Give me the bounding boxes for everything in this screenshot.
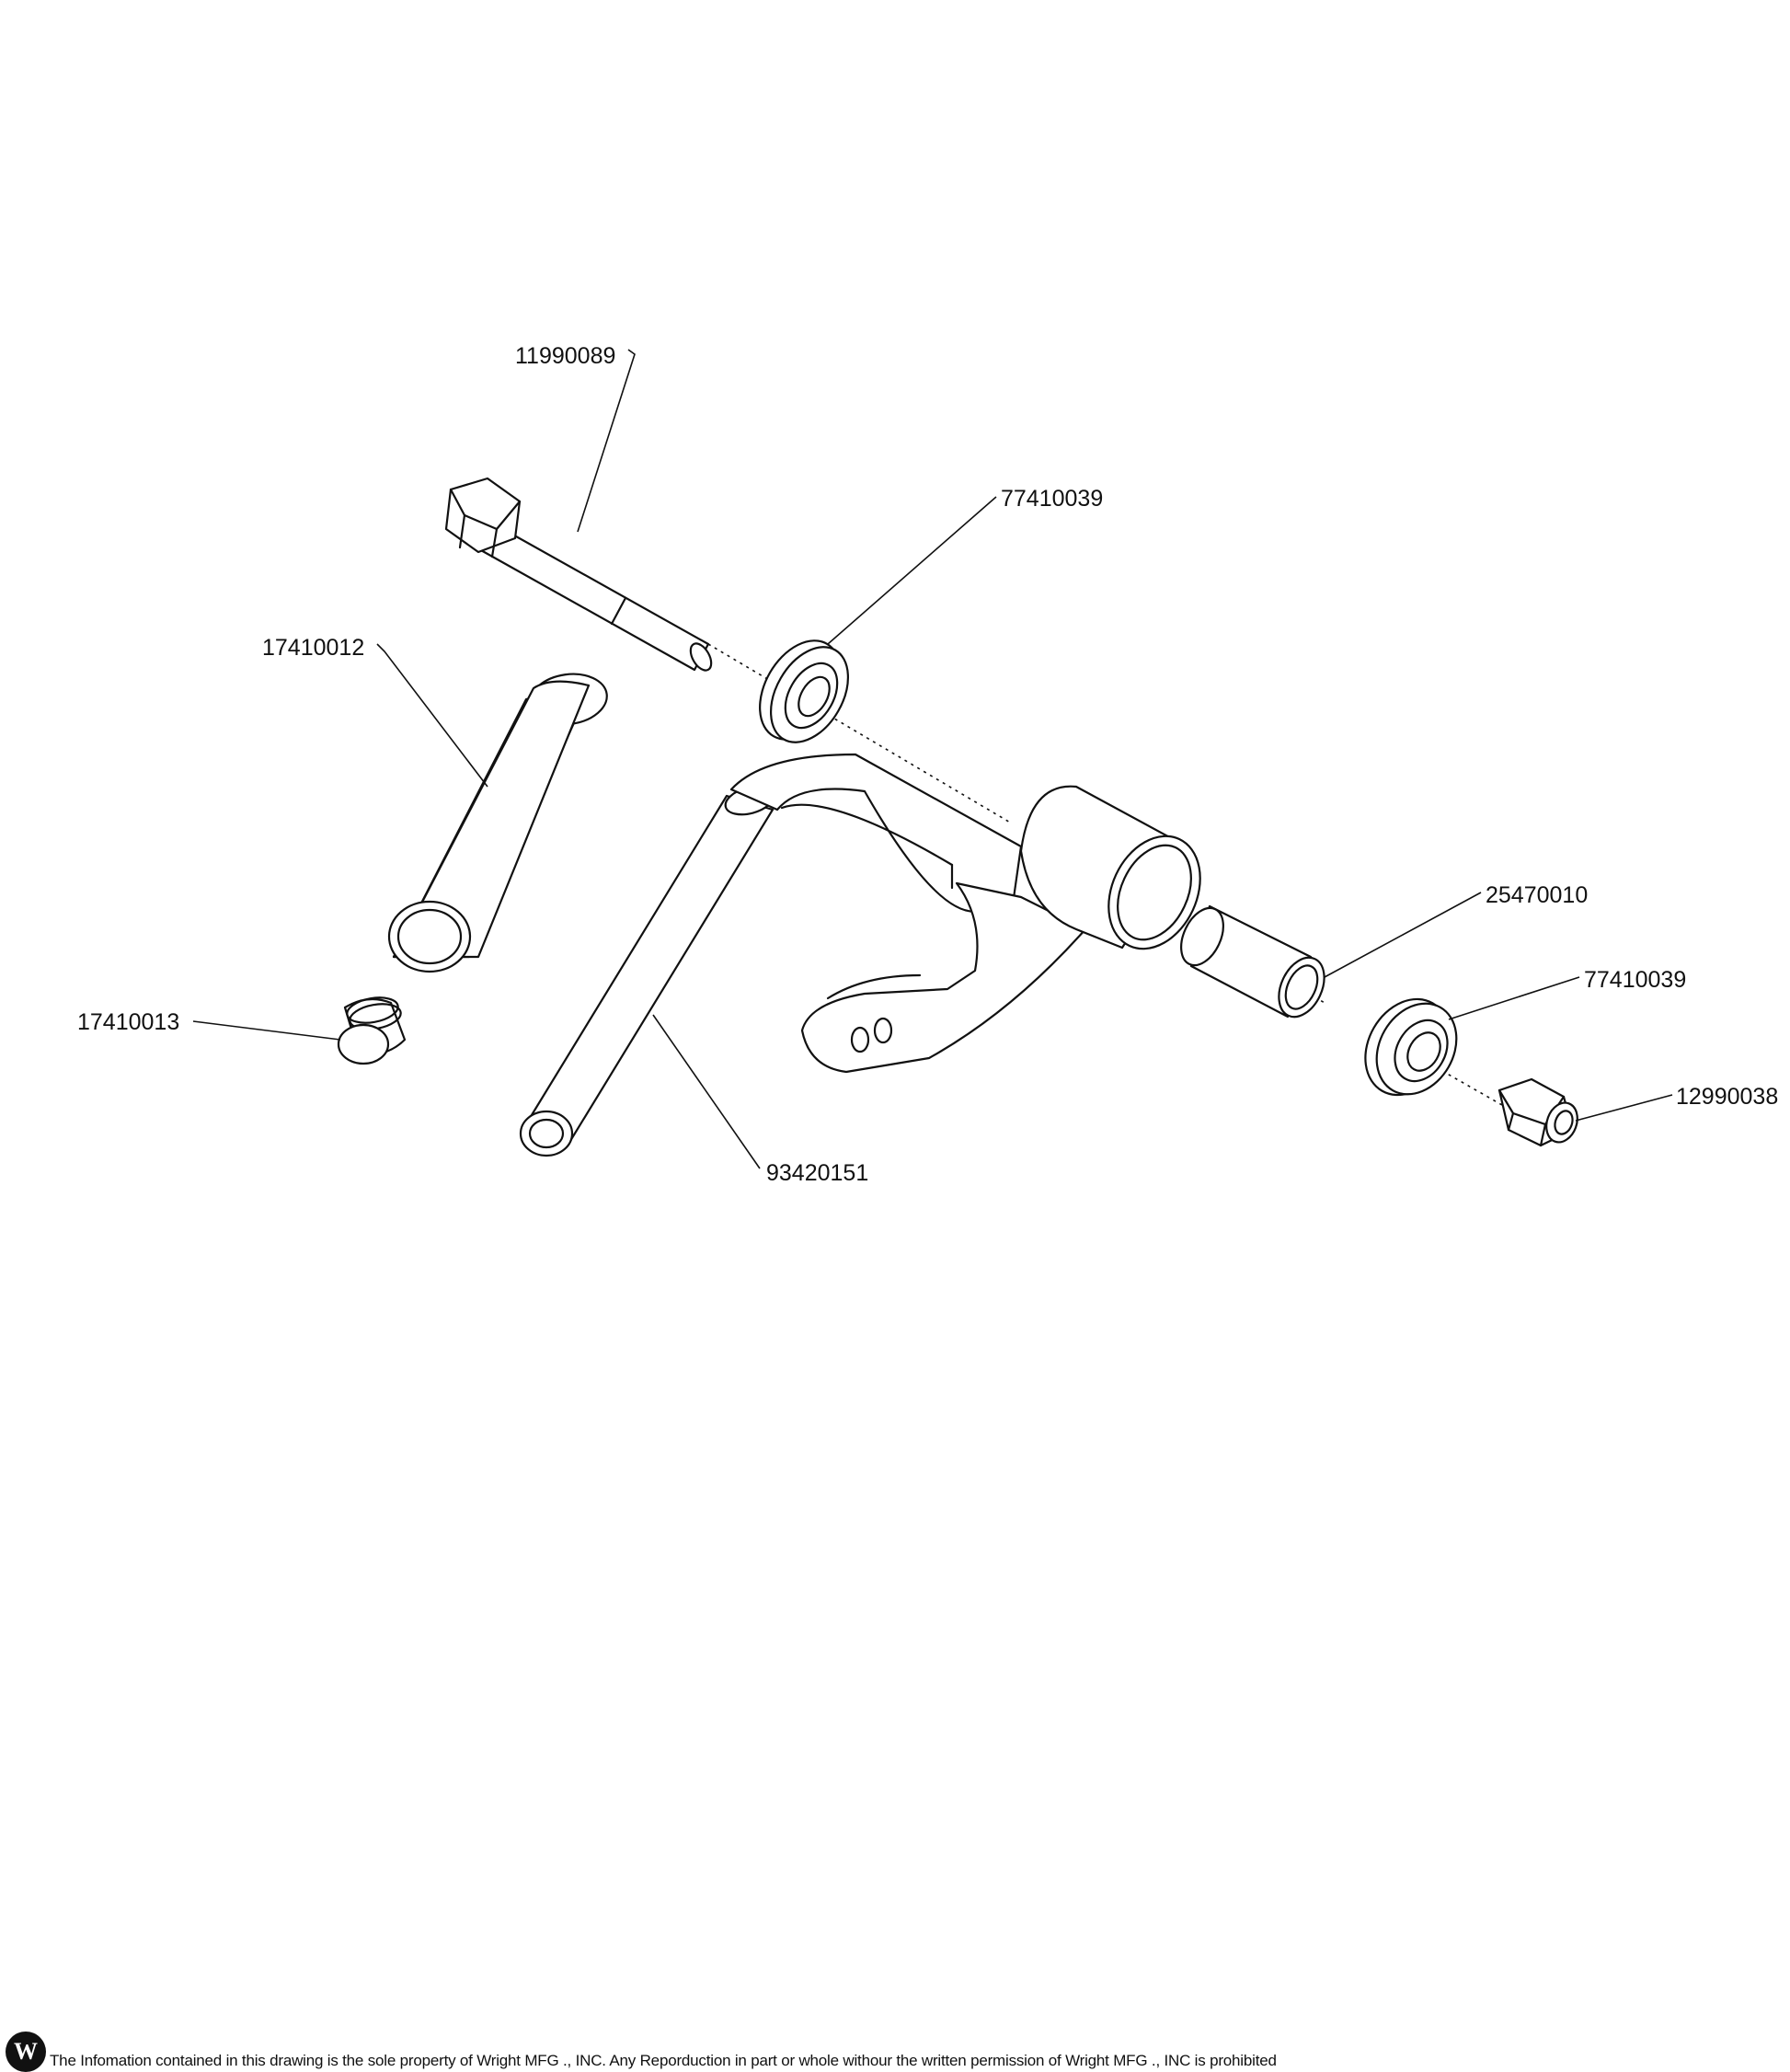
hex-bolt-icon — [444, 477, 713, 672]
part-label-nut: 12990038 — [1676, 1084, 1778, 1110]
part-label-bolt: 11990089 — [515, 343, 615, 369]
part-label-bearing-upper: 77410039 — [1001, 486, 1103, 512]
plug-icon — [337, 996, 407, 1065]
bushing-icon — [387, 673, 608, 973]
bearing-icon — [1364, 997, 1458, 1097]
bearing-icon — [759, 639, 850, 743]
footer: W The Infomation contained in this drawi… — [0, 2024, 1790, 2072]
part-label-arm-weldment: 93420151 — [766, 1160, 868, 1186]
footer-notice: The Infomation contained in this drawing… — [50, 2052, 1277, 2069]
part-label-plug: 17410013 — [77, 1009, 179, 1035]
leader-lines — [192, 349, 1673, 1169]
part-label-bushing: 17410012 — [262, 635, 364, 661]
company-logo: W — [6, 2032, 46, 2072]
arm-weldment-icon — [519, 753, 1201, 1157]
part-label-spacer: 25470010 — [1486, 882, 1588, 908]
part-label-bearing-lower: 77410039 — [1584, 967, 1686, 993]
spacer-icon — [1180, 904, 1325, 1019]
hex-nut-icon — [1497, 1077, 1578, 1147]
